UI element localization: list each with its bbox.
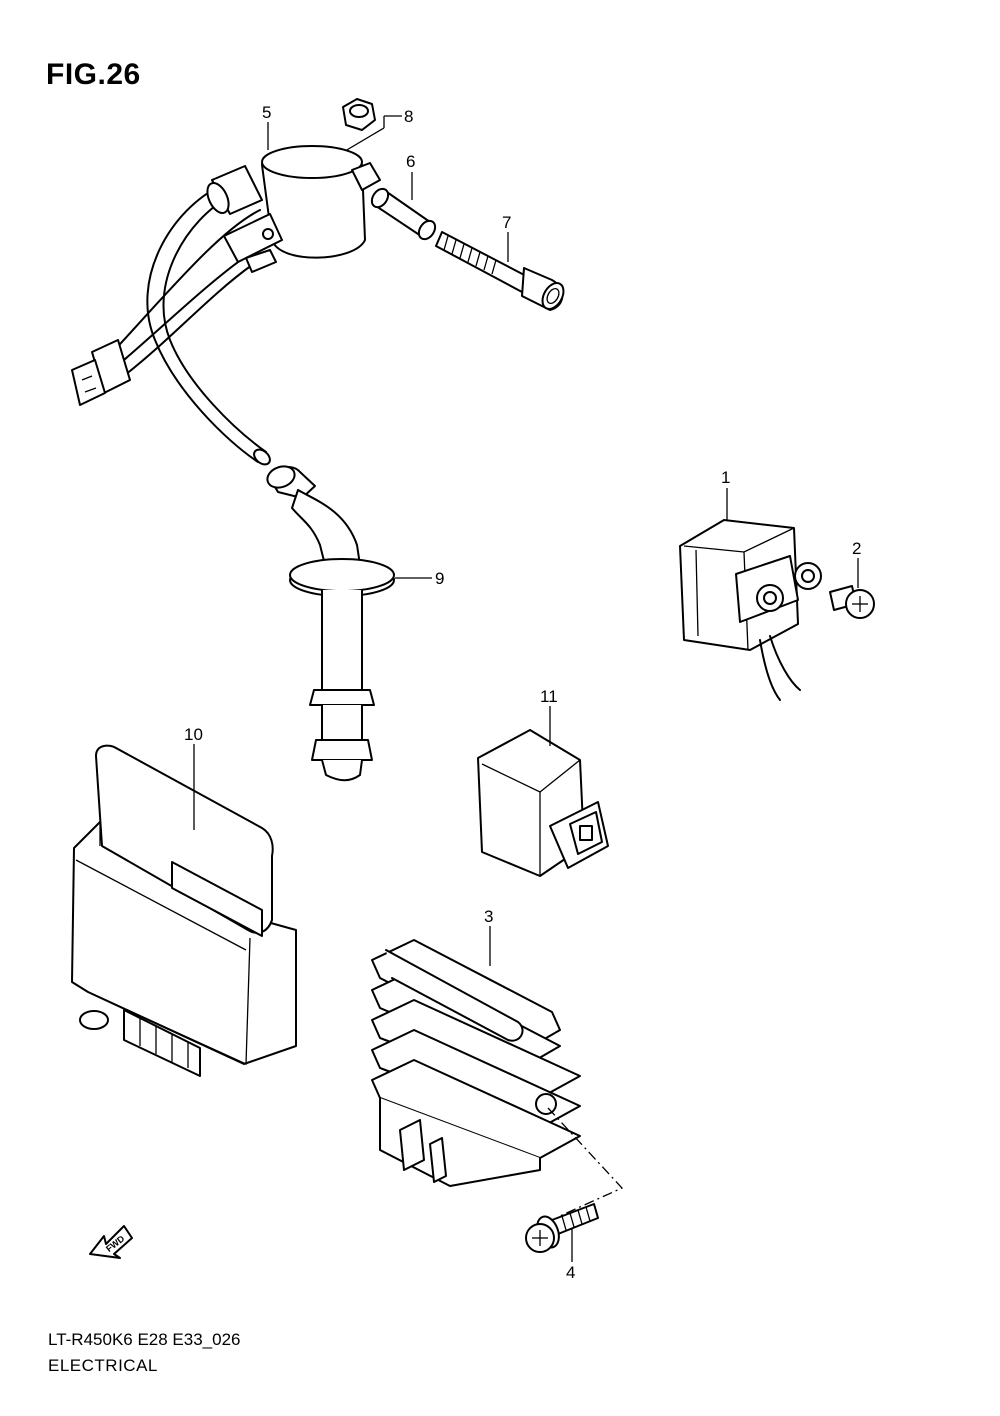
fwd-arrow-icon: FWD	[89, 1225, 133, 1259]
part-6-spacer[interactable]	[369, 186, 439, 242]
callout-10: 10	[184, 725, 203, 744]
callout-2: 2	[852, 539, 861, 558]
part-3-regulator[interactable]	[371, 939, 581, 1187]
part-1-starter-relay[interactable]	[679, 519, 822, 701]
part-8-nut[interactable]	[342, 98, 376, 131]
section-name: ELECTRICAL	[48, 1356, 158, 1375]
callout-4: 4	[566, 1263, 575, 1282]
part-10-ecm[interactable]	[71, 744, 297, 1077]
part-4-bolt[interactable]	[525, 1203, 599, 1253]
part-2-screw[interactable]	[829, 585, 875, 619]
figure-title: FIG.26	[46, 58, 141, 91]
callout-11: 11	[540, 687, 558, 706]
callout-7: 7	[502, 213, 511, 232]
part-7-bolt[interactable]	[435, 231, 568, 313]
dash-line-3-4	[547, 1107, 624, 1217]
callout-5: 5	[262, 103, 271, 122]
callout-6: 6	[406, 152, 415, 171]
callout-8: 8	[404, 107, 413, 126]
model-code: LT-R450K6 E28 E33_026	[48, 1330, 241, 1349]
callout-9: 9	[435, 569, 444, 588]
part-11-connector[interactable]	[477, 729, 609, 877]
callout-1: 1	[721, 468, 730, 487]
part-5-ignition-coil[interactable]	[71, 145, 381, 467]
callout-3: 3	[484, 907, 493, 926]
part-9-plug-cap[interactable]	[264, 463, 395, 782]
